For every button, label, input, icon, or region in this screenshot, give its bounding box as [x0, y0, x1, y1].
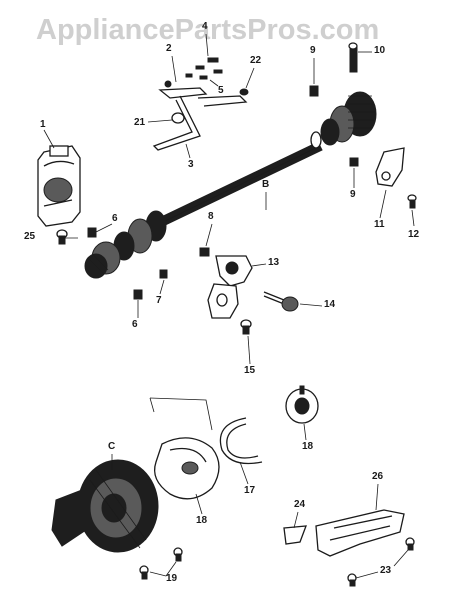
- callout-c: C: [108, 441, 116, 452]
- callout-9-lower: 9: [350, 189, 356, 200]
- setscrew-6-upper: [87, 227, 97, 238]
- screw-25: [56, 229, 68, 245]
- shaft-right-gear: [310, 91, 377, 149]
- callout-b: B: [262, 179, 270, 190]
- pin-10: [348, 42, 358, 73]
- callout-14: 14: [324, 299, 336, 310]
- crank-13: [207, 255, 253, 319]
- screws-23: [347, 537, 415, 587]
- leader-lines: [43, 33, 415, 579]
- blank-card: [149, 397, 213, 431]
- setscrew-9-lower: [349, 157, 359, 167]
- callout-6-upper: 6: [112, 213, 118, 224]
- bobbin-case-18: [285, 385, 319, 424]
- screws-19: [139, 547, 183, 580]
- bolt-14: [263, 291, 299, 312]
- callout-18-plate: 18: [196, 515, 208, 526]
- shaft-left-gear: [84, 210, 167, 279]
- callout-23: 23: [380, 565, 392, 576]
- callout-4: 4: [202, 21, 208, 32]
- screw-12: [407, 194, 417, 209]
- callout-7: 7: [156, 295, 162, 306]
- callout-1: 1: [40, 119, 46, 130]
- setscrew-7: [159, 269, 168, 279]
- callout-9-top: 9: [310, 45, 316, 56]
- callout-15: 15: [244, 365, 256, 376]
- callout-17: 17: [244, 485, 256, 496]
- hook-assembly-c: [51, 459, 159, 553]
- setscrew-9-top: [309, 85, 319, 97]
- callout-25: 25: [24, 231, 36, 242]
- callout-10: 10: [374, 45, 386, 56]
- callout-26: 26: [372, 471, 384, 482]
- bracket-11: [375, 147, 405, 187]
- spring-17: [219, 417, 263, 465]
- callout-19: 19: [166, 573, 178, 584]
- callout-8: 8: [208, 211, 214, 222]
- setscrew-6-lower: [133, 289, 143, 300]
- setscrew-8: [199, 247, 210, 257]
- plates-24-26: [283, 509, 405, 557]
- callout-11: 11: [374, 219, 385, 230]
- callout-3: 3: [188, 159, 194, 170]
- screw-15: [240, 319, 252, 335]
- top-linkage: [152, 57, 249, 151]
- cover-plate-18: [153, 437, 220, 500]
- callout-12: 12: [408, 229, 420, 240]
- callout-5: 5: [218, 85, 224, 96]
- callout-21: 21: [134, 117, 146, 128]
- callout-22: 22: [250, 55, 262, 66]
- callout-2: 2: [166, 43, 172, 54]
- callout-6-lower: 6: [132, 319, 138, 330]
- callout-18-bobbin: 18: [302, 441, 314, 452]
- shaft-bracket: [37, 145, 81, 227]
- callout-24: 24: [294, 499, 306, 510]
- watermark: AppliancePartsPros.com: [36, 14, 380, 46]
- callout-13: 13: [268, 257, 280, 268]
